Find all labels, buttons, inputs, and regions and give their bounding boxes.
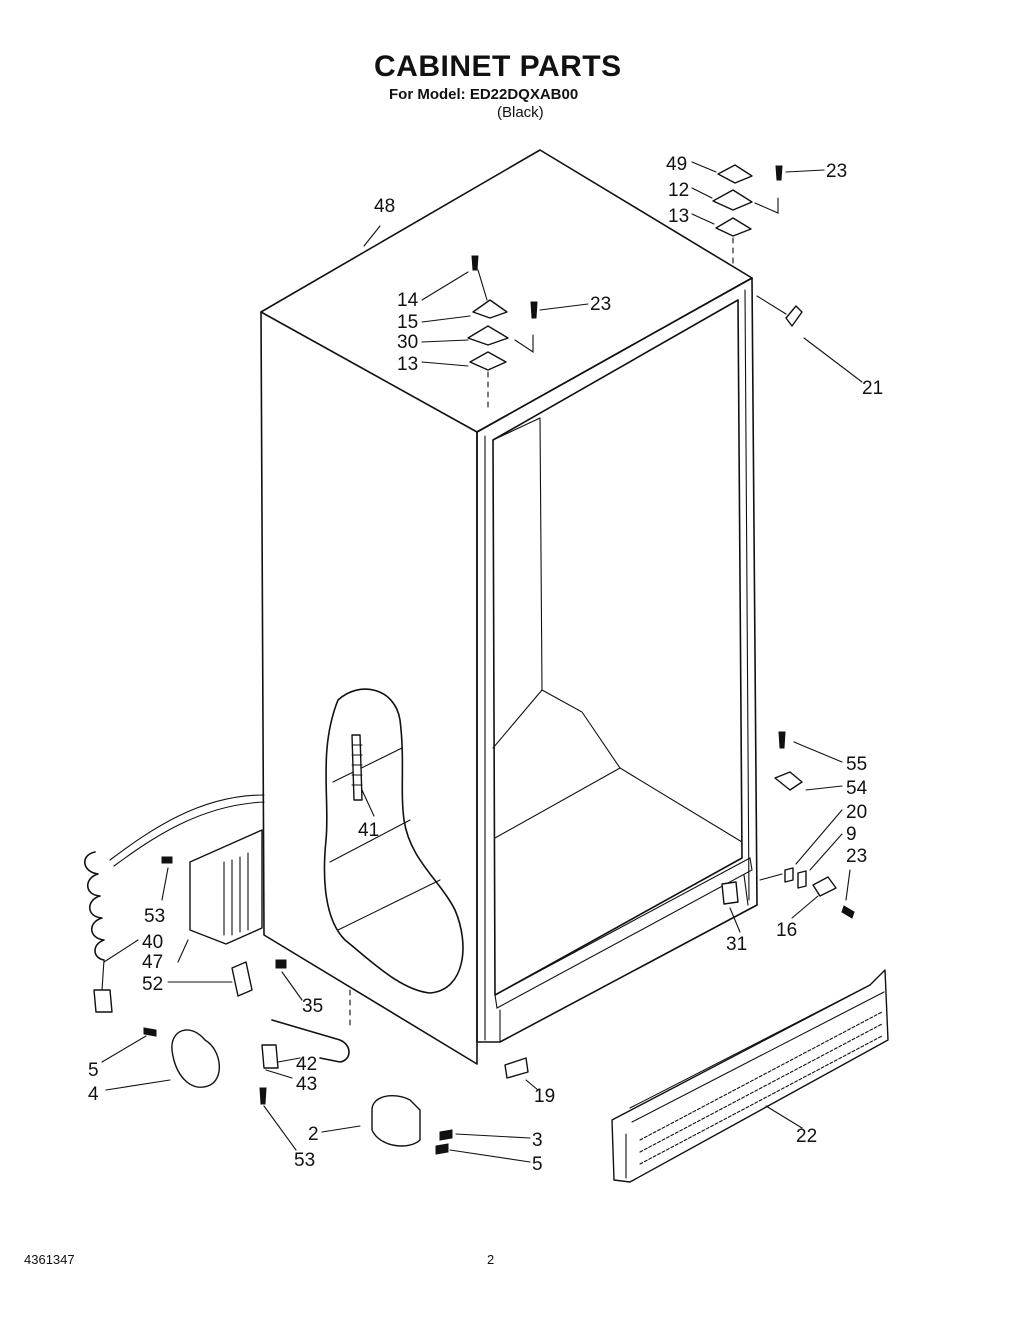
- callout-23-front: 23: [590, 294, 611, 315]
- callout-23: 23: [826, 161, 847, 182]
- callout-40: 40: [142, 932, 163, 953]
- top-hinge-assembly: [467, 255, 538, 411]
- callout-35: 35: [302, 996, 323, 1017]
- callout-53: 53: [144, 906, 165, 927]
- toe-grille: [611, 969, 889, 1183]
- left-lower-parts: [84, 794, 529, 1155]
- callout-54: 54: [846, 778, 868, 799]
- callout-5: 5: [88, 1060, 99, 1081]
- callout-3: 3: [532, 1130, 543, 1151]
- callout-5-lower: 5: [532, 1154, 543, 1175]
- right-lower-parts: [721, 731, 855, 919]
- callout-21: 21: [862, 378, 883, 399]
- callout-31: 31: [726, 934, 747, 955]
- cabinet-body: [260, 149, 758, 1065]
- callout-16: 16: [776, 920, 797, 941]
- callout-15: 15: [397, 312, 418, 333]
- callout-53-lower: 53: [294, 1150, 315, 1171]
- page-title: CABINET PARTS: [374, 50, 622, 83]
- leader-lines: [101, 161, 863, 1163]
- callout-9: 9: [846, 824, 857, 845]
- callout-55: 55: [846, 754, 867, 775]
- callout-47: 47: [142, 952, 163, 973]
- callout-23-right: 23: [846, 846, 867, 867]
- callout-20: 20: [846, 802, 867, 823]
- callout-49: 49: [666, 154, 687, 175]
- callout-12: 12: [668, 180, 689, 201]
- callout-52: 52: [142, 974, 163, 995]
- callout-13: 13: [668, 206, 689, 227]
- callout-labels: 48 49 12 13 23 14 15 30 13 23 21 41 55 5…: [88, 154, 883, 1175]
- callout-22: 22: [796, 1126, 817, 1147]
- callout-14: 14: [397, 290, 419, 311]
- callout-42: 42: [296, 1054, 317, 1075]
- callout-19: 19: [534, 1086, 555, 1107]
- callout-4: 4: [88, 1084, 99, 1105]
- model-number: For Model: ED22DQXAB00: [389, 86, 579, 103]
- document-number: 4361347: [24, 1252, 75, 1267]
- page-number: 2: [487, 1252, 495, 1267]
- callout-2: 2: [308, 1124, 319, 1145]
- callout-43: 43: [296, 1074, 317, 1095]
- callout-41: 41: [358, 820, 379, 841]
- callout-30: 30: [397, 332, 418, 353]
- rear-hinge-assembly: [712, 164, 803, 327]
- callout-13-front: 13: [397, 354, 418, 375]
- callout-48: 48: [374, 196, 395, 217]
- model-color: (Black): [497, 104, 544, 121]
